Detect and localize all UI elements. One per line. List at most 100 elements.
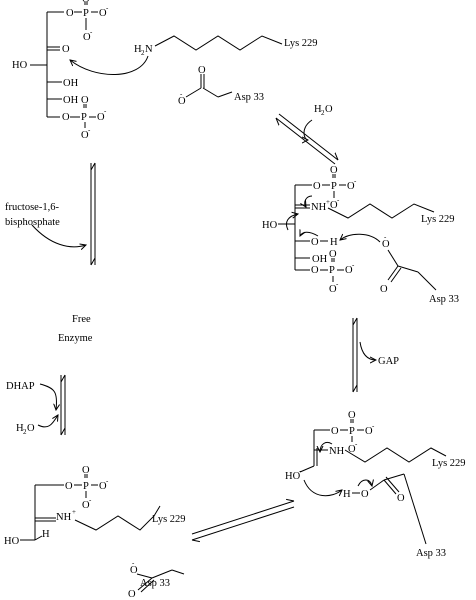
svg-text:2: 2	[321, 109, 325, 117]
atom-o: O	[66, 8, 74, 19]
atom-o: O	[99, 8, 107, 19]
charge-minus: -	[337, 196, 340, 204]
atom-ho: HO	[4, 536, 20, 547]
atom-o: O	[128, 589, 136, 600]
atom-o: O	[330, 200, 338, 211]
atom-h2n: H	[134, 44, 142, 55]
substrate-fbp-structure: O P O O - O - O HO OH OH O P O O - O -	[12, 0, 318, 141]
atom-p: P	[83, 481, 89, 492]
charge-minus: -	[355, 440, 358, 448]
atom-h: H	[42, 529, 50, 540]
water-label: H	[16, 423, 24, 434]
atom-o: O	[380, 284, 388, 295]
atom-o: O	[361, 489, 369, 500]
atom-o: O	[82, 0, 90, 5]
charge-minus: -	[88, 126, 91, 134]
charge-minus: -	[106, 4, 109, 12]
equilibrium-arrow-hydrolysis	[276, 113, 338, 165]
atom-o: O	[99, 481, 107, 492]
atom-o: O	[65, 481, 73, 492]
atom-h: H	[330, 237, 338, 248]
charge-minus: -	[90, 28, 93, 36]
asp33-label: Asp 33	[416, 548, 446, 559]
svg-text:O: O	[27, 423, 35, 434]
atom-o: O	[329, 284, 337, 295]
atom-o: O	[331, 426, 339, 437]
atom-o: O	[62, 112, 70, 123]
atom-o: O	[83, 32, 91, 43]
charge-minus: -	[89, 496, 92, 504]
atom-nh: NH	[329, 446, 345, 457]
charge-minus: -	[352, 261, 355, 269]
atom-o: O	[82, 465, 90, 476]
atom-o: O	[397, 493, 405, 504]
lys229-label: Lys 229	[152, 514, 186, 525]
atom-o: O	[311, 237, 319, 248]
charge-minus: -	[299, 467, 302, 475]
charge-minus: -	[132, 559, 135, 567]
lys229-label: Lys 229	[421, 214, 455, 225]
atom-o: O	[81, 95, 89, 106]
equilibrium-arrow-bottom	[191, 501, 295, 540]
enamine-structure: O P O O - O - NH Lys 229 HO - H O O Asp …	[285, 410, 466, 559]
asp33-label: Asp 33	[234, 92, 264, 103]
atom-ho: HO	[12, 60, 28, 71]
atom-o: O	[97, 112, 105, 123]
atom-oh: OH	[63, 95, 79, 106]
fbp-label-1: fructose-1,6-	[5, 202, 59, 213]
fbp-label-2: bisphosphate	[5, 217, 60, 228]
atom-o: O	[82, 500, 90, 511]
charge-minus: -	[384, 233, 387, 241]
svg-text:O: O	[325, 104, 333, 115]
dhap-label: DHAP	[6, 381, 35, 392]
atom-o: O	[347, 181, 355, 192]
atom-p: P	[349, 426, 355, 437]
gap-label: GAP	[378, 356, 399, 367]
atom-o: O	[348, 410, 356, 421]
charge-plus: +	[72, 508, 76, 516]
lys229-label: Lys 229	[432, 458, 466, 469]
atom-oh: OH	[63, 78, 79, 89]
asp33-label: Asp 33	[429, 294, 459, 305]
h2o-right-label: H	[314, 104, 322, 115]
free-enzyme-label-1: Free	[72, 314, 91, 325]
atom-o: O	[348, 444, 356, 455]
atom-o-minus: O	[382, 239, 390, 250]
attack-arrow	[70, 55, 149, 76]
charge-minus: -	[336, 280, 339, 288]
equilibrium-arrow-dhap	[37, 375, 66, 435]
atom-o: O	[365, 426, 373, 437]
atom-p: P	[83, 8, 89, 19]
atom-o: O	[313, 181, 321, 192]
atom-o-minus: O	[178, 96, 186, 107]
svg-text:2: 2	[23, 428, 27, 436]
atom-o: O	[81, 130, 89, 141]
atom-p: P	[81, 112, 87, 123]
dhap-schiff-base-structure: O P O O - O - NH + Lys 229 HO H O - O As…	[4, 465, 186, 600]
asp33-label: Asp 33	[140, 578, 170, 589]
atom-oh: OH	[312, 254, 328, 265]
atom-p: P	[329, 265, 335, 276]
schiff-base-structure: O P O O - O - NH + Lys 229 HO O H OH O P…	[262, 165, 459, 305]
equilibrium-arrow-gap	[352, 318, 376, 392]
charge-minus: -	[354, 177, 357, 185]
lys229-label: Lys 229	[284, 38, 318, 49]
atom-o-carbonyl: O	[62, 44, 70, 55]
atom-o: O	[330, 165, 338, 176]
atom-nh: NH	[311, 202, 327, 213]
charge-minus: -	[106, 477, 109, 485]
equilibrium-arrow-fbp	[31, 163, 96, 265]
atom-o: O	[345, 265, 353, 276]
atom-o-minus: O	[130, 565, 138, 576]
svg-text:N: N	[145, 44, 153, 55]
atom-ho: HO	[285, 471, 301, 482]
atom-nh: NH	[56, 512, 72, 523]
charge-minus: -	[104, 107, 107, 115]
atom-h: H	[343, 489, 351, 500]
charge-plus: +	[326, 198, 330, 206]
free-enzyme-label-2: Enzyme	[58, 333, 93, 344]
svg-text:2: 2	[141, 49, 145, 57]
atom-ho: HO	[262, 220, 278, 231]
charge-minus: -	[372, 422, 375, 430]
